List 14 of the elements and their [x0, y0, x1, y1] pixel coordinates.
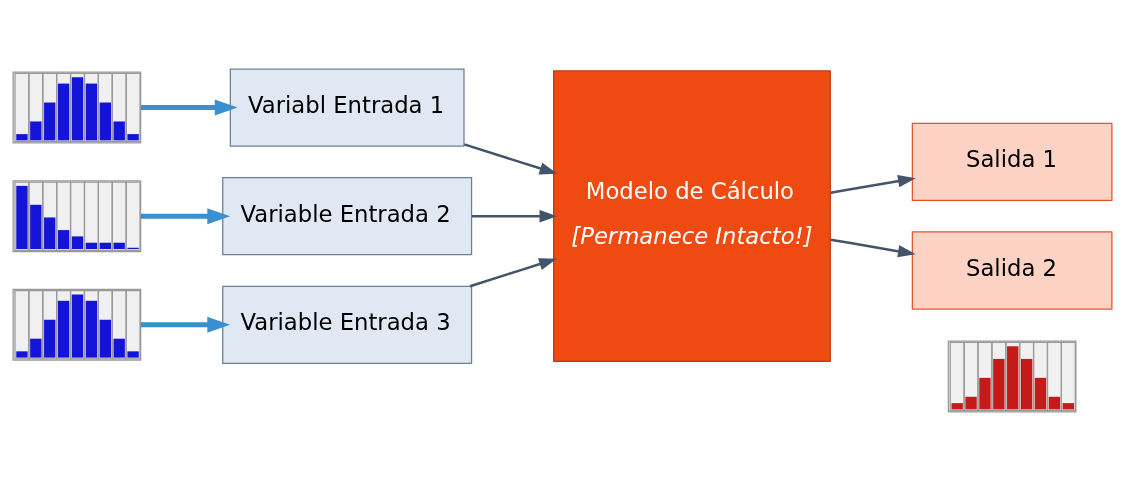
- node-box: Salida 1: [911, 122, 1113, 201]
- arrow: [140, 316, 231, 333]
- node-box: Variabl Entrada 1: [229, 67, 465, 147]
- arrow: [140, 207, 231, 224]
- arrow: [463, 142, 558, 174]
- arrow: [830, 174, 916, 194]
- node-box: Salida 2: [911, 230, 1113, 310]
- node-box: Variable Entrada 3: [222, 285, 473, 364]
- arrow: [469, 257, 557, 287]
- arrow: [140, 99, 238, 116]
- node-box: Variable Entrada 2: [222, 176, 473, 255]
- arrow: [830, 237, 916, 257]
- arrow: [472, 209, 558, 222]
- node-box: Modelo de Cálculo [Permanece Intacto!]: [553, 69, 831, 362]
